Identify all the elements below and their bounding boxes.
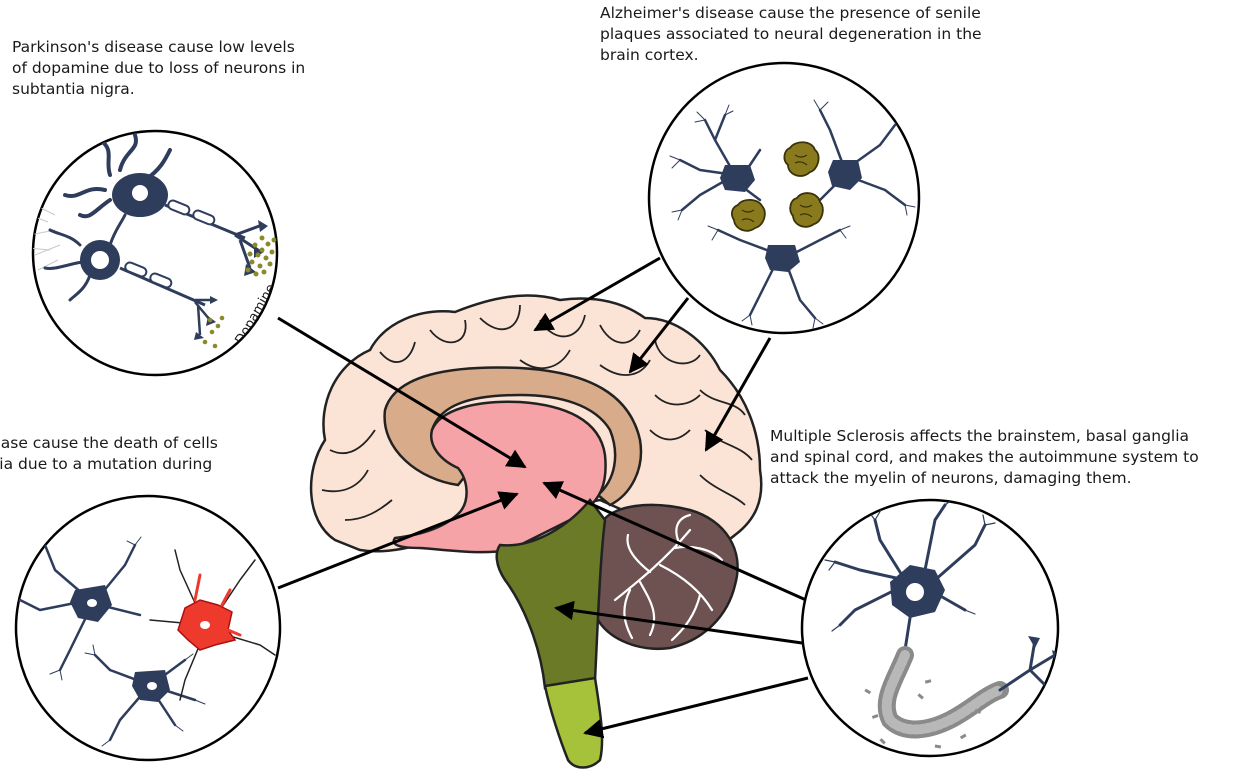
brain bbox=[311, 296, 761, 768]
parkinson-inset: Dopamine bbox=[28, 131, 279, 375]
arrow-ms-3 bbox=[585, 678, 808, 733]
alzheimer-inset bbox=[649, 63, 919, 333]
ms-inset bbox=[802, 499, 1062, 756]
spinal-cord bbox=[545, 678, 602, 768]
huntington-inset bbox=[12, 496, 280, 760]
cerebellum bbox=[593, 505, 738, 649]
